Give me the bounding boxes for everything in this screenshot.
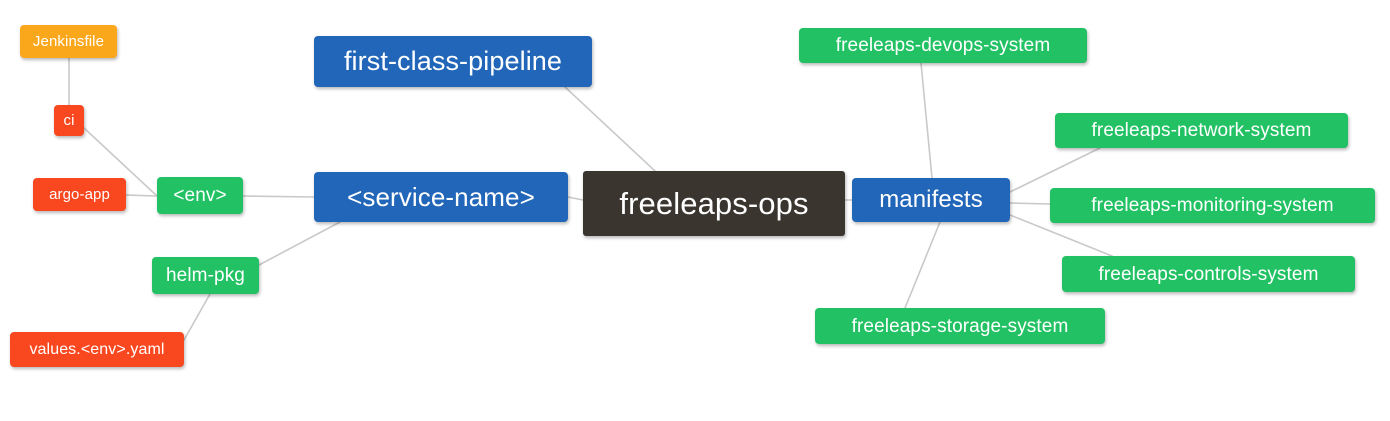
mindmap-node-helm-pkg[interactable]: helm-pkg xyxy=(152,257,259,294)
node-label-storage-system: freeleaps-storage-system xyxy=(851,315,1069,337)
node-label-values-yaml: values.<env>.yaml xyxy=(29,340,165,358)
edge-manifests-to-network-system xyxy=(1009,147,1101,193)
edge-argo-app-to-env xyxy=(125,194,158,197)
node-label-jenkinsfile: Jenkinsfile xyxy=(32,33,105,50)
node-label-controls-system: freeleaps-controls-system xyxy=(1098,263,1319,285)
mindmap-node-jenkinsfile[interactable]: Jenkinsfile xyxy=(20,25,117,58)
node-label-network-system: freeleaps-network-system xyxy=(1091,120,1312,141)
edge-env-to-service-name xyxy=(242,195,315,198)
node-label-service-name: <service-name> xyxy=(347,182,535,212)
mindmap-node-devops-system[interactable]: freeleaps-devops-system xyxy=(799,28,1087,63)
mindmap-node-ci[interactable]: ci xyxy=(54,105,84,136)
node-label-freeleaps-ops: freeleaps-ops xyxy=(619,186,809,221)
mindmap-node-values-yaml[interactable]: values.<env>.yaml xyxy=(10,332,184,367)
node-label-devops-system: freeleaps-devops-system xyxy=(835,35,1051,56)
mindmap-node-freeleaps-ops[interactable]: freeleaps-ops xyxy=(583,171,845,236)
node-label-ci: ci xyxy=(63,112,75,129)
mindmap-node-monitoring-system[interactable]: freeleaps-monitoring-system xyxy=(1050,188,1375,223)
node-label-argo-app: argo-app xyxy=(49,186,110,203)
node-label-manifests: manifests xyxy=(879,186,983,213)
mindmap-node-network-system[interactable]: freeleaps-network-system xyxy=(1055,113,1348,148)
edge-service-name-to-freeleaps-ops xyxy=(567,196,584,201)
node-label-helm-pkg: helm-pkg xyxy=(166,265,245,286)
edge-values-yaml-to-helm-pkg xyxy=(183,293,211,341)
node-label-env: <env> xyxy=(173,185,227,206)
mindmap-node-service-name[interactable]: <service-name> xyxy=(314,172,568,222)
edge-manifests-to-storage-system xyxy=(904,221,941,309)
node-label-first-class-pipeline: first-class-pipeline xyxy=(343,46,563,76)
mindmap-node-first-class-pipeline[interactable]: first-class-pipeline xyxy=(314,36,592,87)
edge-first-class-pipeline-to-freeleaps-ops xyxy=(564,86,656,172)
edge-manifests-to-devops-system xyxy=(920,62,933,179)
edge-helm-pkg-to-service-name xyxy=(258,221,341,266)
node-label-monitoring-system: freeleaps-monitoring-system xyxy=(1091,195,1334,216)
mindmap-node-argo-app[interactable]: argo-app xyxy=(33,178,126,211)
edge-manifests-to-monitoring-system xyxy=(1009,202,1051,205)
mindmap-node-storage-system[interactable]: freeleaps-storage-system xyxy=(815,308,1105,344)
mindmap-node-controls-system[interactable]: freeleaps-controls-system xyxy=(1062,256,1355,292)
mindmap-node-env[interactable]: <env> xyxy=(157,177,243,214)
mindmap-node-manifests[interactable]: manifests xyxy=(852,178,1010,222)
